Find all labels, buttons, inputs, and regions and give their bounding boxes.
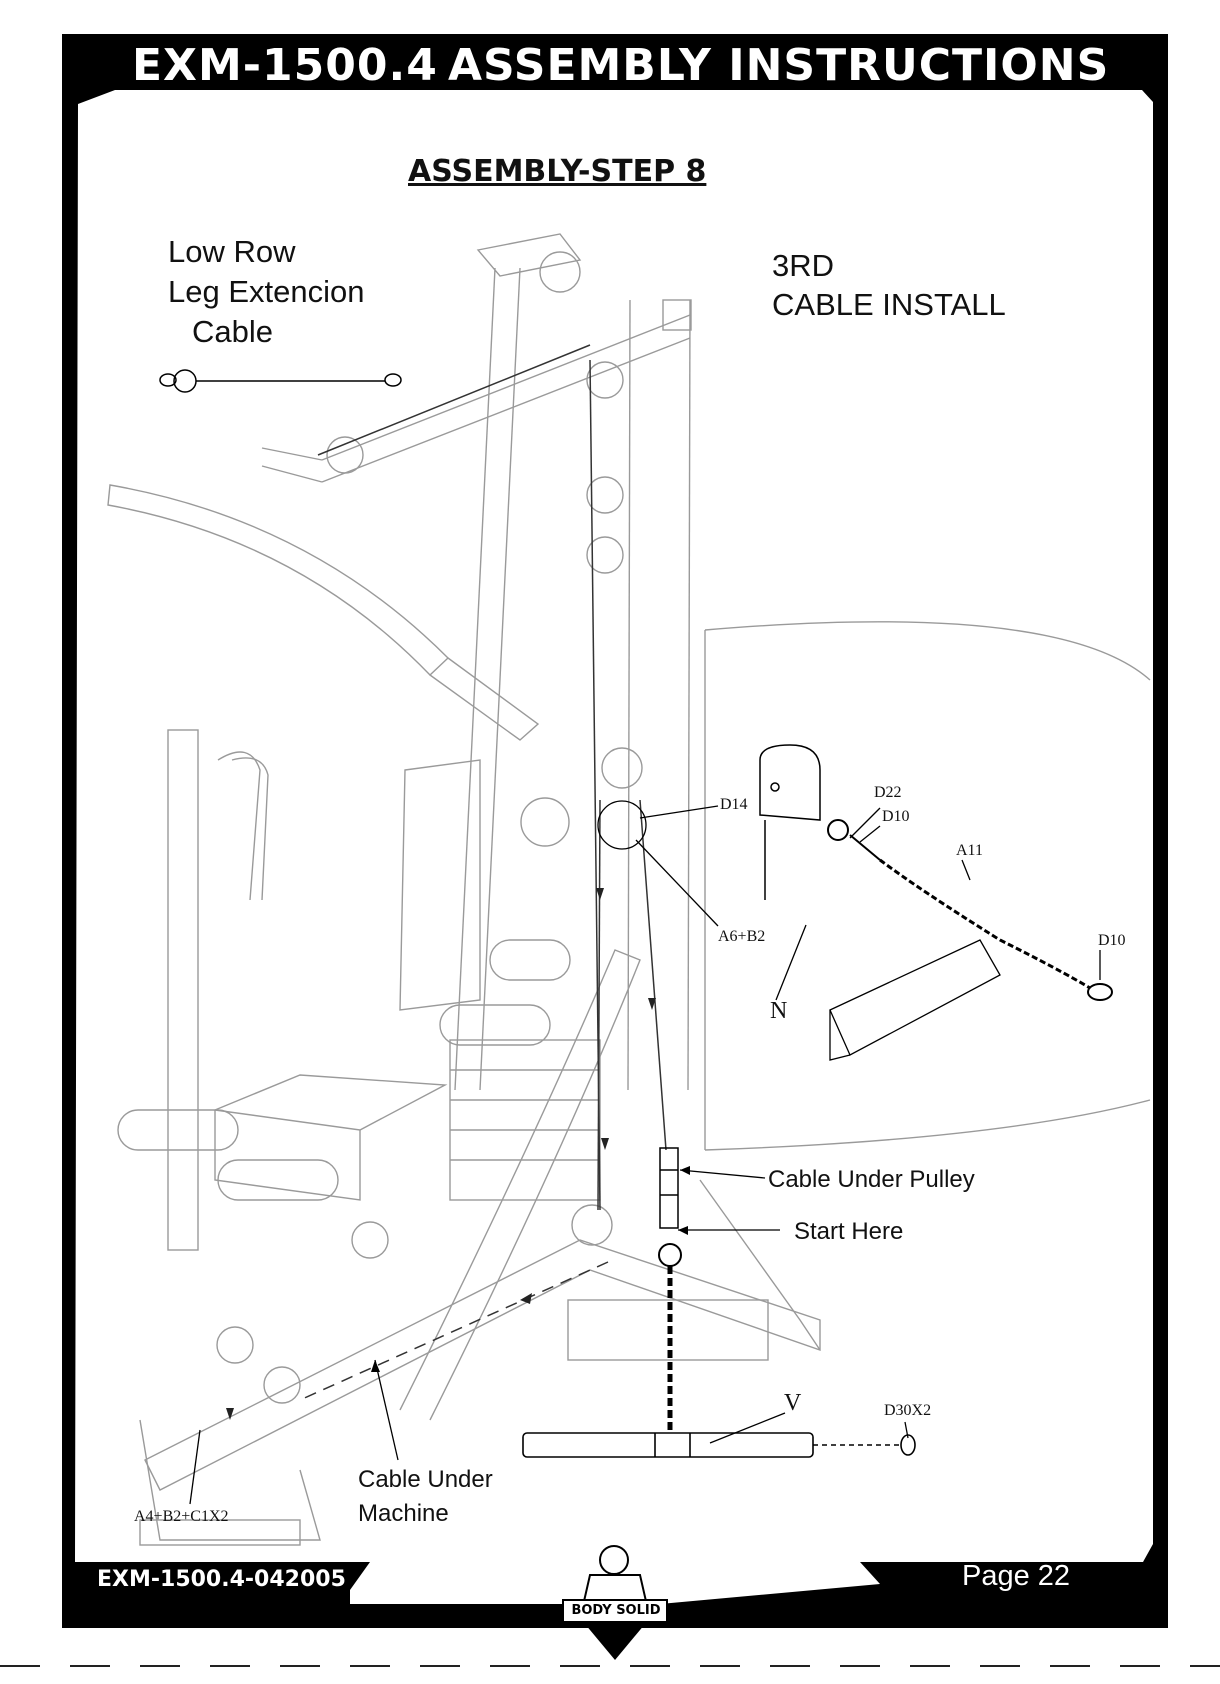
- a11-chain-cable: [827, 819, 1113, 1001]
- model-number: EXM-1500.4: [132, 40, 438, 91]
- cable-caption-line2: Leg Extencion: [168, 274, 365, 309]
- part-label-a11: A11: [956, 842, 983, 859]
- part-label-d14: D14: [720, 796, 748, 813]
- callout-cable-under-pulley: Cable Under Pulley: [768, 1166, 975, 1193]
- pulley-carriage: [759, 744, 821, 900]
- part-label-a6-b2: A6+B2: [718, 928, 766, 945]
- step-title: ASSEMBLY-STEP 8: [408, 154, 707, 189]
- part-label-d30x2: D30X2: [884, 1402, 932, 1419]
- cable-caption-line3: Cable: [192, 314, 273, 349]
- cable-icon: [159, 369, 402, 393]
- document-title: ASSEMBLY INSTRUCTIONS: [448, 40, 1110, 91]
- brand-name: BODY SOLID: [571, 1603, 661, 1618]
- leader-lines: [189, 800, 1101, 1505]
- frame-corner-cover: [56, 30, 1174, 34]
- callout-cable-under-machine-line1: Cable Under: [358, 1466, 493, 1493]
- body-solid-logo: [562, 1545, 668, 1660]
- footer-document-code: EXM-1500.4-042005: [97, 1567, 346, 1592]
- cable-under-pulley-bracket: [659, 1147, 679, 1229]
- start-chain: [658, 1243, 682, 1440]
- install-caption-line1: 3RD: [772, 248, 835, 283]
- install-caption-line2: CABLE INSTALL: [772, 287, 1006, 322]
- v-handle-bar: [522, 1432, 916, 1458]
- cable-caption-line1: Low Row: [168, 234, 296, 269]
- page-number: Page 22: [962, 1560, 1071, 1592]
- callout-cable-under-machine-line2: Machine: [358, 1500, 449, 1527]
- part-label-n: N: [770, 998, 788, 1024]
- leader-arrowheads: [371, 1166, 690, 1372]
- part-label-d22: D22: [874, 784, 902, 801]
- callout-start-here: Start Here: [794, 1218, 904, 1245]
- machine-illustration: [107, 233, 1151, 1546]
- cable-routing: [299, 344, 667, 1401]
- scan-edge-dashes: [0, 1665, 1220, 1667]
- n-roller-pad: [829, 939, 1001, 1061]
- part-label-d10-end: D10: [1098, 932, 1126, 949]
- part-label-v: V: [784, 1390, 802, 1416]
- part-label-d10-top: D10: [882, 808, 910, 825]
- cable-arrows: [226, 888, 656, 1420]
- part-label-a4-b2-c1x2: A4+B2+C1X2: [134, 1508, 229, 1525]
